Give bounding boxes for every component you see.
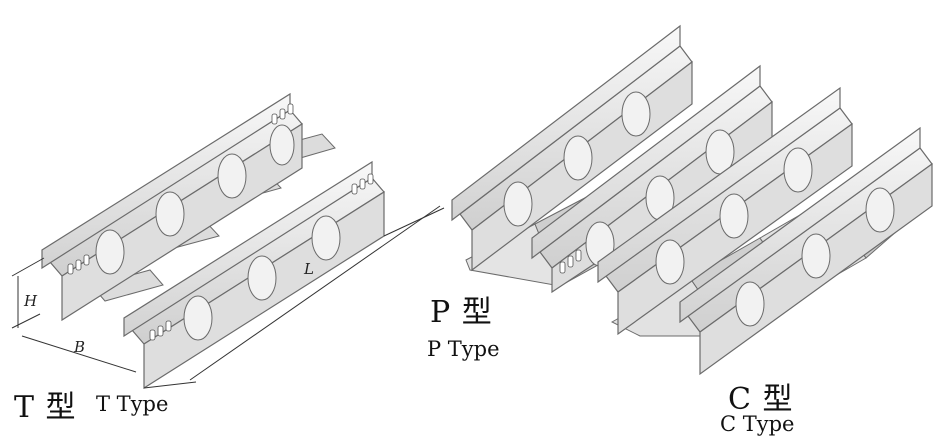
dimension-label-height: H — [23, 292, 38, 310]
p-type-chain — [451, 24, 773, 294]
p-type-title: P 型 — [430, 295, 493, 330]
p-type-front-rail — [531, 64, 773, 294]
c-type-subtitle: C Type — [720, 412, 795, 436]
dimension-label-width: B — [73, 338, 85, 356]
dimension-label-length: L — [303, 260, 314, 278]
t-type-front-rail — [123, 160, 385, 390]
t-type-back-rail — [41, 92, 303, 322]
c-type-title: C 型 — [728, 382, 794, 417]
p-type-subtitle: P Type — [427, 337, 500, 361]
t-type-dimension-lines — [11, 205, 445, 389]
t-type-title: T 型 — [14, 390, 77, 425]
c-type-back-rail — [597, 86, 853, 336]
c-type-front-rail — [679, 126, 933, 376]
t-type-chain: H B L — [11, 92, 445, 390]
t-type-subtitle: T Type — [96, 392, 169, 416]
c-type-chain — [597, 86, 933, 376]
p-type-back-rail — [451, 24, 693, 272]
